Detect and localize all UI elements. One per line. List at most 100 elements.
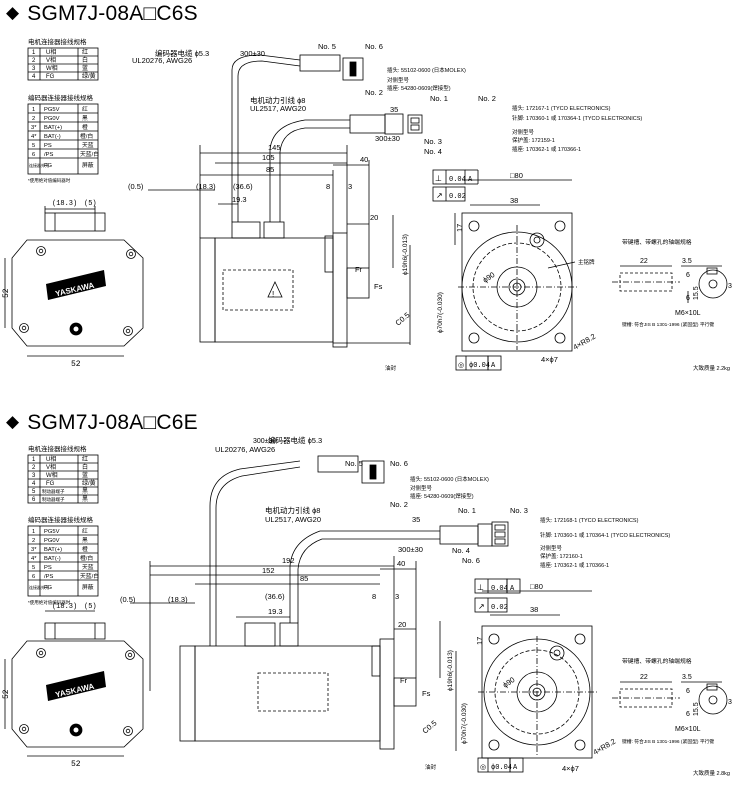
kw-dim-22: 22 [640,674,648,681]
dim-3: 3 [348,182,352,191]
svg-text:◎: ◎ [458,362,464,369]
kw-dim-6b: 6 [686,295,690,302]
svg-text:FG: FG [44,163,53,169]
kw-dim-6a: 6 [686,272,690,279]
cable2-label: 电机动力引线 ϕ8 [250,95,305,105]
svg-text:红: 红 [82,455,88,463]
svg-text:↗: ↗ [436,191,443,200]
chamfer-label: C0.5 [421,718,439,735]
mate2-b: 插座: 170362-1 或 170366-1 [512,145,581,153]
svg-text:橙: 橙 [82,545,88,553]
nameplate-label: 主铭牌 [578,258,595,266]
svg-text:2: 2 [32,538,35,544]
flange-dia: ϕ70h7(-0.030) [437,292,444,333]
cable1-len: 300±30 [240,49,265,58]
tol3-ref: A [491,362,496,370]
svg-text:3: 3 [32,66,36,72]
dim-18-3-main: (18.3) [196,182,216,191]
plug2-label: 插头: 172168-1 (TYCO ELECTRONICS) [540,516,639,524]
front-r: 4×R8.2 [572,332,598,352]
section-title: ◆SGM7J-08A□C6E [6,411,198,435]
svg-text:PG5V: PG5V [44,107,60,113]
dim-18-3-main: (18.3) [168,595,188,604]
dim-total: 192 [282,556,295,565]
svg-text:1: 1 [32,107,35,113]
dim-40: 40 [360,155,368,164]
mate1-title: 对侧型号 [387,76,410,84]
svg-text:黑: 黑 [82,488,88,495]
encoder-table-note: *使用绝对值编码器时 [28,599,71,606]
front-dim-17: 17 [455,224,464,232]
keyway-detail: 带键槽、带螺孔的轴端规格 22 3.5 6 6 15.5 3 M6×10L 键槽… [612,238,732,328]
dim-8: 8 [372,592,376,601]
kw-dim-6b: 6 [686,711,690,718]
no5-label: No. 5 [318,42,336,51]
svg-text:4*: 4* [31,556,37,562]
dim-36-6: (36.6) [233,182,253,191]
svg-text:W相: W相 [46,471,58,479]
encoder-table-title: 编码器连接器接线规格 [28,93,94,102]
no6b-label: No. 6 [462,556,480,565]
svg-text:3*: 3* [31,125,37,131]
svg-text:4: 4 [32,481,36,487]
dim-body: 105 [262,153,275,162]
svg-text:蓝: 蓝 [82,64,88,72]
tol1-val: 0.04 [491,585,508,593]
no6-label: No. 6 [365,42,383,51]
keyway-note: 键槽: 符合JIS B 1301-1996 (紧固型) 平行键 [622,321,714,328]
dim-20: 20 [398,620,406,629]
dim-19-3: 19.3 [268,607,283,616]
mate1-label: 插座: 54280-0609(焊接型) [410,492,474,500]
svg-text:橙/白: 橙/白 [80,132,93,140]
svg-text:绿/黄: 绿/黄 [82,479,96,487]
svg-text:U相: U相 [46,48,56,56]
front-holes: 4×ϕ7 [562,764,579,773]
side-view: YASKAWA (18.3) (5) 52 52 [2,603,144,769]
svg-text:红: 红 [82,105,88,113]
fs-label: Fs [422,689,431,698]
no3-label: No. 3 [510,506,528,515]
svg-text:3: 3 [32,473,36,479]
no6-label: No. 6 [390,459,408,468]
svg-text:白: 白 [82,463,88,471]
dim-total: 145 [268,143,281,152]
svg-text:2: 2 [32,465,36,471]
svg-text:天蓝/白: 天蓝/白 [80,572,99,580]
svg-text:BAT(+): BAT(+) [44,125,62,131]
dim-19-3: 19.3 [232,195,247,204]
svg-text:/PS: /PS [44,152,53,158]
dim-40: 40 [397,559,405,568]
cable1-label: 编码器电缆 ϕ5.3 [155,48,209,58]
svg-text:PS: PS [44,565,52,571]
tol3-val: ϕ0.04 [469,362,490,370]
mate1-label: 插座: 54280-0609(焊接型) [387,84,451,92]
kw-dim-3-5: 3.5 [682,674,692,681]
keyway-title: 带键槽、带螺孔的轴端规格 [622,657,692,665]
svg-text:6: 6 [32,497,36,503]
svg-text:1: 1 [32,529,35,535]
front-dim-17: 17 [475,637,484,645]
svg-text:V相: V相 [46,463,56,471]
svg-text:PG0V: PG0V [44,116,60,122]
section-title: ◆SGM7J-08A□C6S [6,2,198,26]
svg-text:白: 白 [82,56,88,64]
no2-top-label: No. 2 [365,88,383,97]
keyway-note: 键槽: 符合JIS B 1301-1996 (紧固型) 平行键 [622,738,714,745]
dim-35: 35 [412,515,420,524]
svg-text:绿/黄: 绿/黄 [82,72,96,80]
mate2-b: 插座: 170362-1 或 170366-1 [540,561,609,569]
shaft-dia: ϕ19h6(-0.013) [447,650,454,691]
fr-label: Fr [355,265,363,274]
pin2-label: 针脚: 170360-1 或 170364-1 (TYCO ELECTRONIC… [540,531,670,539]
no2-top-label: No. 2 [390,500,408,509]
dim-52-h: 52 [71,360,81,369]
svg-text:天蓝: 天蓝 [82,141,94,149]
dim-36-6: (36.6) [265,592,285,601]
front-holes: 4×ϕ7 [541,355,558,364]
